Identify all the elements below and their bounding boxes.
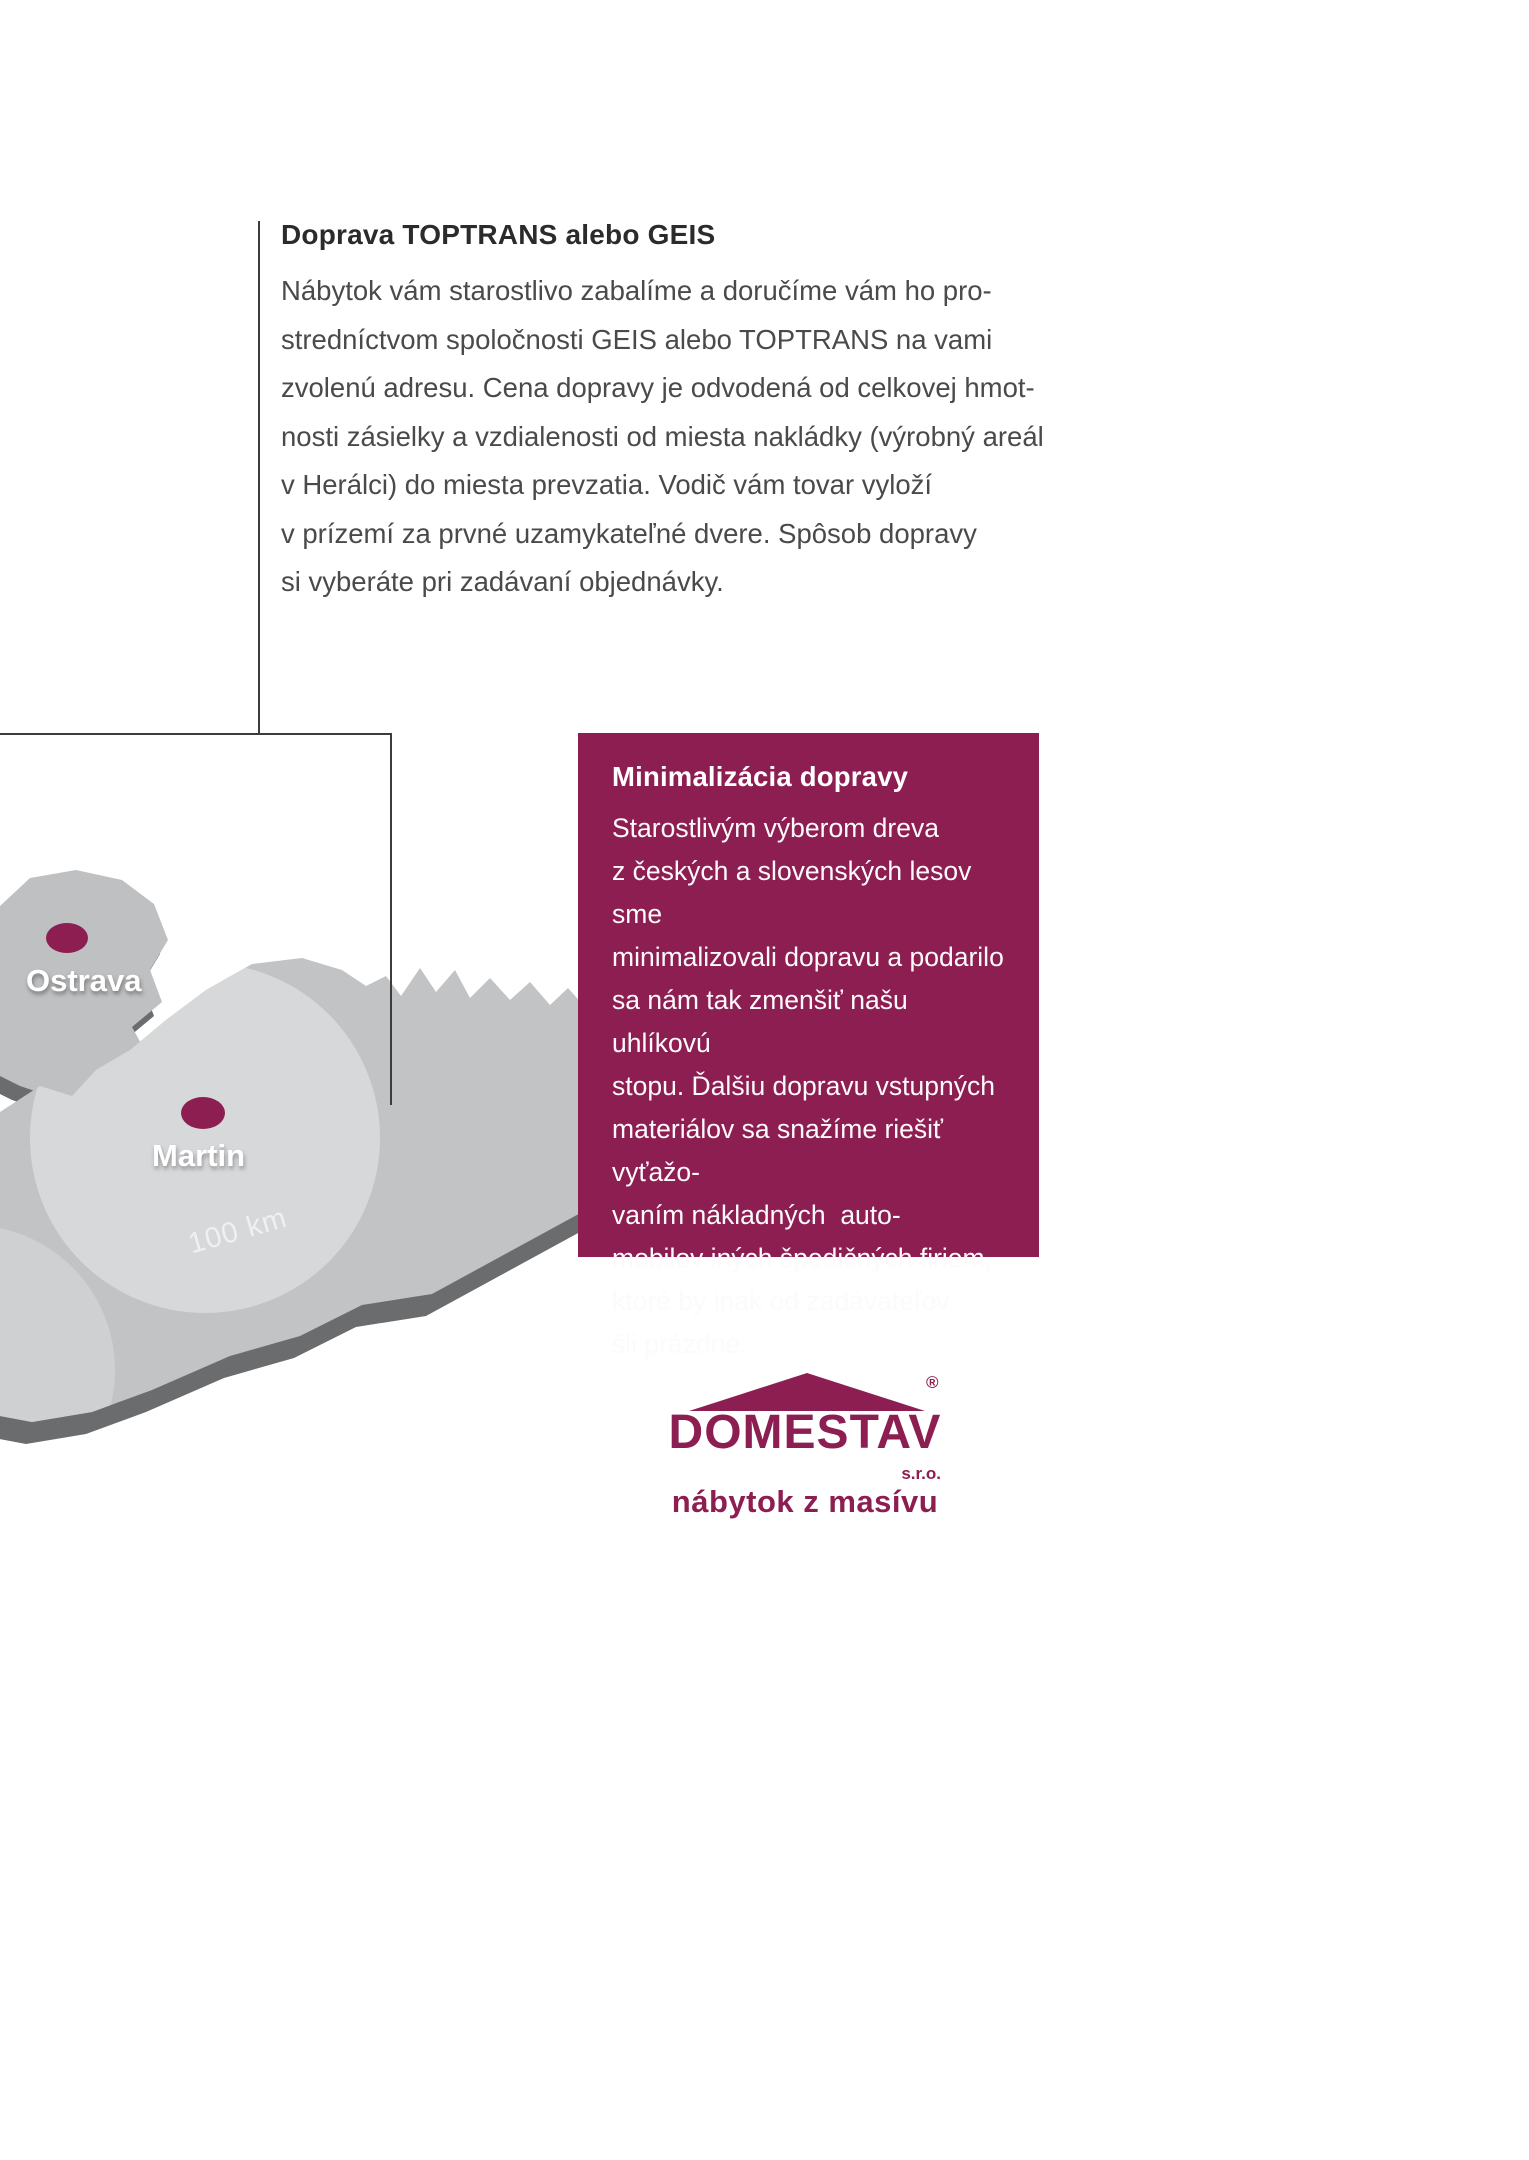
text-line: v Herálci) do miesta prevzatia. Vodič vá… xyxy=(281,469,933,500)
text-line: minimalizovali dopravu a podarilo xyxy=(612,942,1004,972)
logo-company-suffix: s.r.o. xyxy=(901,1464,941,1483)
leader-line-vertical-bottom xyxy=(390,735,392,1105)
text-line: vaním nákladných auto- xyxy=(612,1200,901,1230)
logo-registered-mark: ® xyxy=(926,1373,939,1392)
shipping-section: Doprava TOPTRANS alebo GEIS Nábytok vám … xyxy=(281,219,1091,607)
minimization-heading: Minimalizácia dopravy xyxy=(612,761,909,792)
text-line: Nábytok vám starostlivo zabalíme a doruč… xyxy=(281,275,992,306)
logo-brand: DOMESTAV xyxy=(668,1406,942,1459)
text-line: stredníctvom spoločnosti GEIS alebo TOPT… xyxy=(281,323,993,355)
text-line: materiálov sa snažíme riešiť vyťažo- xyxy=(612,1114,951,1187)
logo-tagline: nábytok z masívu xyxy=(671,1484,939,1519)
text-line: v prízemí za prvné uzamykateľné dvere. S… xyxy=(281,517,977,549)
leader-line-vertical-top xyxy=(258,221,260,735)
text-line: si vyberáte pri zadávaní objednávky. xyxy=(281,566,724,597)
logo-roof-icon xyxy=(689,1373,925,1411)
map-region-czech xyxy=(0,870,168,1100)
delivery-range-map: Ostrava Martin 100 km xyxy=(0,870,586,1444)
city-label-martin: Martin xyxy=(152,1138,245,1173)
text-line: z českých a slovenských lesov sme xyxy=(612,856,979,929)
text-line: mobilov iných špedičných firiem, xyxy=(612,1243,992,1273)
text-line: sa nám tak zmenšiť našu uhlíkovú xyxy=(612,985,916,1058)
shipping-body: Nábytok vám starostlivo zabalíme a doruč… xyxy=(281,267,1091,607)
city-dot-martin xyxy=(181,1097,225,1129)
logo: ® DOMESTAV s.r.o. nábytok z masívu xyxy=(655,1363,955,1533)
text-line: Starostlivým výberom dreva xyxy=(612,813,939,843)
city-dot-ostrava xyxy=(46,923,88,953)
text-line: ktoré by inak od zadávateľov xyxy=(612,1286,950,1316)
shipping-heading: Doprava TOPTRANS alebo GEIS xyxy=(281,219,716,250)
leader-line-horizontal xyxy=(0,733,392,735)
city-label-ostrava: Ostrava xyxy=(26,963,142,998)
radius-circle-southwest xyxy=(0,1225,115,1422)
minimization-box: Minimalizácia dopravy Starostlivým výber… xyxy=(578,733,1039,1359)
text-line: nosti zásielky a vzdialenosti od miesta … xyxy=(281,420,1044,452)
text-line: stopu. Ďalšiu dopravu vstupných xyxy=(612,1071,995,1101)
text-line: šli prázdne. xyxy=(612,1329,748,1359)
minimization-body: Starostlivým výberom dreva z českých a sl… xyxy=(612,807,1011,1366)
text-line: zvolenú adresu. Cena dopravy je odvodená… xyxy=(281,372,1035,403)
